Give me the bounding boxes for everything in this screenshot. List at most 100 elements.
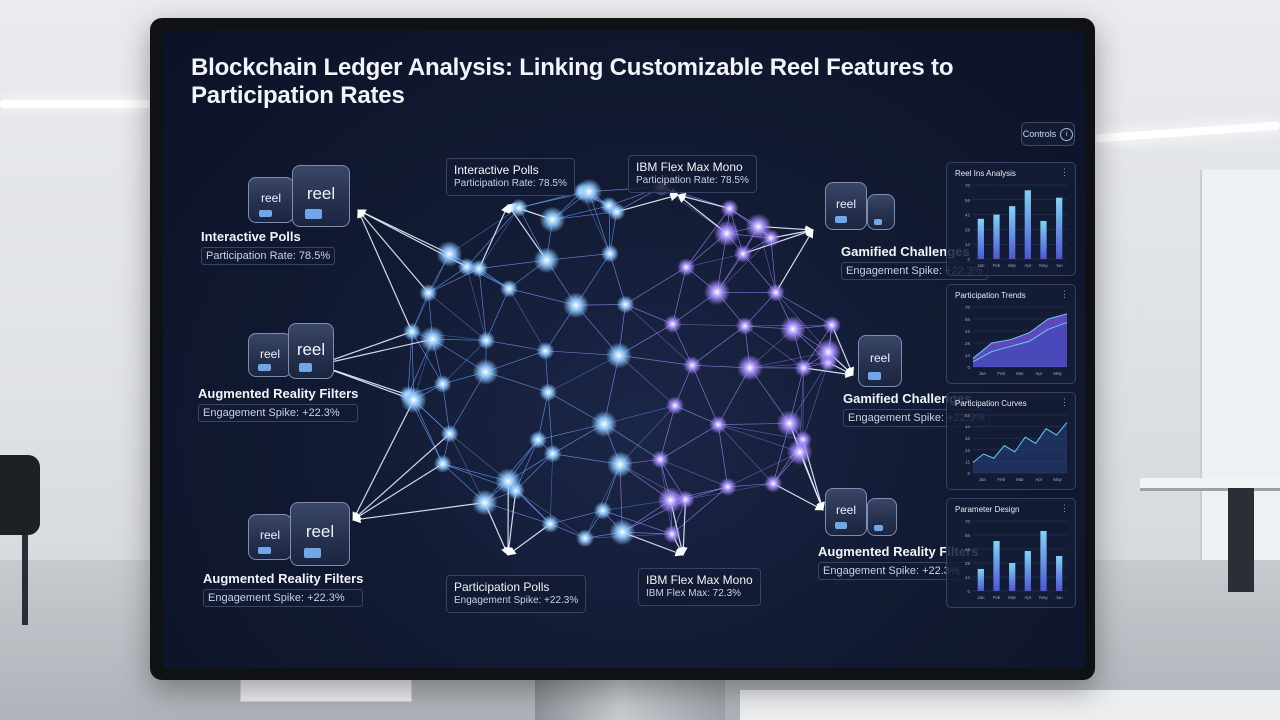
network-node <box>593 501 612 520</box>
office-chair <box>0 455 40 535</box>
network-edge <box>508 288 546 352</box>
y-tick-label: 42 <box>965 213 971 218</box>
y-tick-label: 56 <box>965 533 971 538</box>
area-fill <box>973 422 1067 473</box>
network-edge <box>691 365 719 425</box>
x-tick-label: May <box>1053 477 1062 482</box>
x-tick-label: Jan <box>977 263 985 268</box>
network-edge <box>718 424 774 484</box>
network-edge <box>550 510 603 525</box>
network-node <box>575 178 602 205</box>
network-node <box>539 206 566 233</box>
network-edge <box>749 362 829 369</box>
network-node <box>433 374 452 393</box>
bar <box>1009 206 1016 259</box>
network-node <box>713 220 740 247</box>
reel-icon-mid-right: reel <box>858 335 908 387</box>
y-tick-label: 0 <box>967 589 970 594</box>
network-node <box>651 450 670 469</box>
more-menu-icon[interactable]: ⋮ <box>1060 289 1069 299</box>
y-tick-label: 14 <box>965 575 971 580</box>
bar <box>977 218 984 259</box>
office-chair-leg <box>22 535 28 625</box>
network-node <box>495 468 522 495</box>
x-tick-label: Mar <box>1008 263 1016 268</box>
feature-arrow <box>478 204 509 269</box>
feature-arrow <box>352 433 451 521</box>
network-edge <box>486 340 546 352</box>
network-edge <box>672 267 687 325</box>
network-node <box>735 317 754 336</box>
network-edge <box>672 323 745 327</box>
chart-panel-3-title: Participation Curves <box>955 399 1027 408</box>
network-edge <box>727 451 800 488</box>
controls-button[interactable]: Controls i <box>1021 122 1075 146</box>
network-edge <box>659 405 676 460</box>
network-node <box>736 354 763 381</box>
series-line <box>972 313 1068 359</box>
network-node <box>471 489 498 516</box>
reel-icon-bottom-left: reel reel <box>248 502 358 566</box>
network-edge <box>449 207 520 255</box>
network-node <box>607 202 626 221</box>
network-edge <box>547 355 619 393</box>
network-node <box>470 259 489 278</box>
y-tick-label: 28 <box>965 341 971 346</box>
network-node <box>509 198 528 217</box>
network-node <box>677 258 696 277</box>
more-menu-icon[interactable]: ⋮ <box>1060 397 1069 407</box>
bar <box>1024 551 1031 591</box>
chart-panel-4-title: Parameter Design <box>955 505 1020 514</box>
x-tick-label: Apr <box>1035 371 1043 376</box>
network-node <box>776 410 803 437</box>
network-node <box>600 244 619 263</box>
network-node <box>607 451 634 478</box>
network-node <box>541 514 560 533</box>
network-node <box>500 279 519 298</box>
network-node <box>477 331 496 350</box>
network-node <box>704 279 731 306</box>
network-node <box>433 454 452 473</box>
network-node <box>822 316 841 335</box>
network-edge <box>407 331 413 395</box>
bar <box>1056 197 1063 259</box>
network-node <box>400 387 427 414</box>
y-tick-label: 44 <box>965 425 971 430</box>
network-edge <box>428 292 487 341</box>
network-node <box>591 410 618 437</box>
network-node <box>720 199 739 218</box>
info-icon: i <box>1060 127 1074 141</box>
network-edge <box>802 362 829 440</box>
side-table-leg <box>1228 488 1254 592</box>
network-node <box>536 341 555 360</box>
y-tick-label: 22 <box>965 448 971 453</box>
series-line <box>972 321 1068 363</box>
x-tick-label: Feb <box>997 477 1005 482</box>
y-tick-label: 0 <box>967 471 970 476</box>
more-menu-icon[interactable]: ⋮ <box>1060 167 1069 177</box>
network-edge <box>486 288 510 341</box>
x-tick-label: Jun <box>1056 595 1064 600</box>
y-tick-label: 70 <box>965 519 971 524</box>
network-node <box>419 283 438 302</box>
y-tick-label: 70 <box>965 305 971 310</box>
more-menu-icon[interactable]: ⋮ <box>1060 503 1069 513</box>
network-node <box>786 439 813 466</box>
network-node <box>764 474 783 493</box>
side-table <box>1140 478 1280 491</box>
x-tick-label: Mar <box>1016 477 1024 482</box>
y-tick-label: 0 <box>967 365 970 370</box>
feature-arrow <box>772 482 824 511</box>
x-tick-label: Apr <box>1024 263 1032 268</box>
network-edge <box>660 459 728 488</box>
bar <box>1040 220 1047 259</box>
network-node <box>440 424 459 443</box>
bar <box>1024 190 1031 259</box>
feature-arrow <box>357 209 429 294</box>
feature-arrow <box>616 192 679 213</box>
